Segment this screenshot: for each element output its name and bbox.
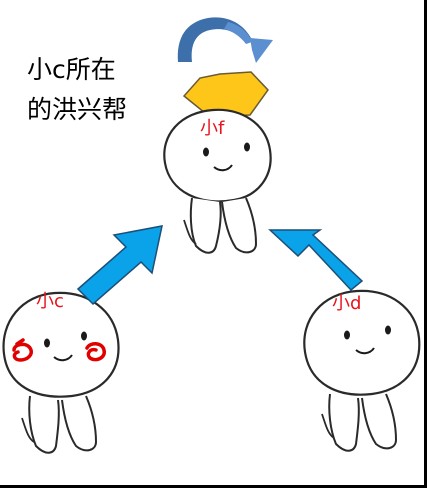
caption-line-1: 小c所在 <box>27 55 116 84</box>
curved-arrow-icon <box>177 17 273 63</box>
character-d-label: 小d <box>332 293 362 314</box>
caption-line-2: 的洪兴帮 <box>27 95 128 124</box>
right-blush-mark <box>85 342 106 362</box>
up-right-arrow-icon <box>76 225 163 306</box>
up-left-arrow-icon <box>268 229 364 292</box>
character-c-label: 小c <box>36 291 64 312</box>
left-blush-mark <box>12 338 33 362</box>
character-c <box>2 291 120 454</box>
character-d <box>303 289 421 452</box>
caption-text: 小c所在 的洪兴帮 <box>27 50 127 130</box>
character-f-label: 小f <box>200 118 225 139</box>
character-f <box>163 108 272 254</box>
